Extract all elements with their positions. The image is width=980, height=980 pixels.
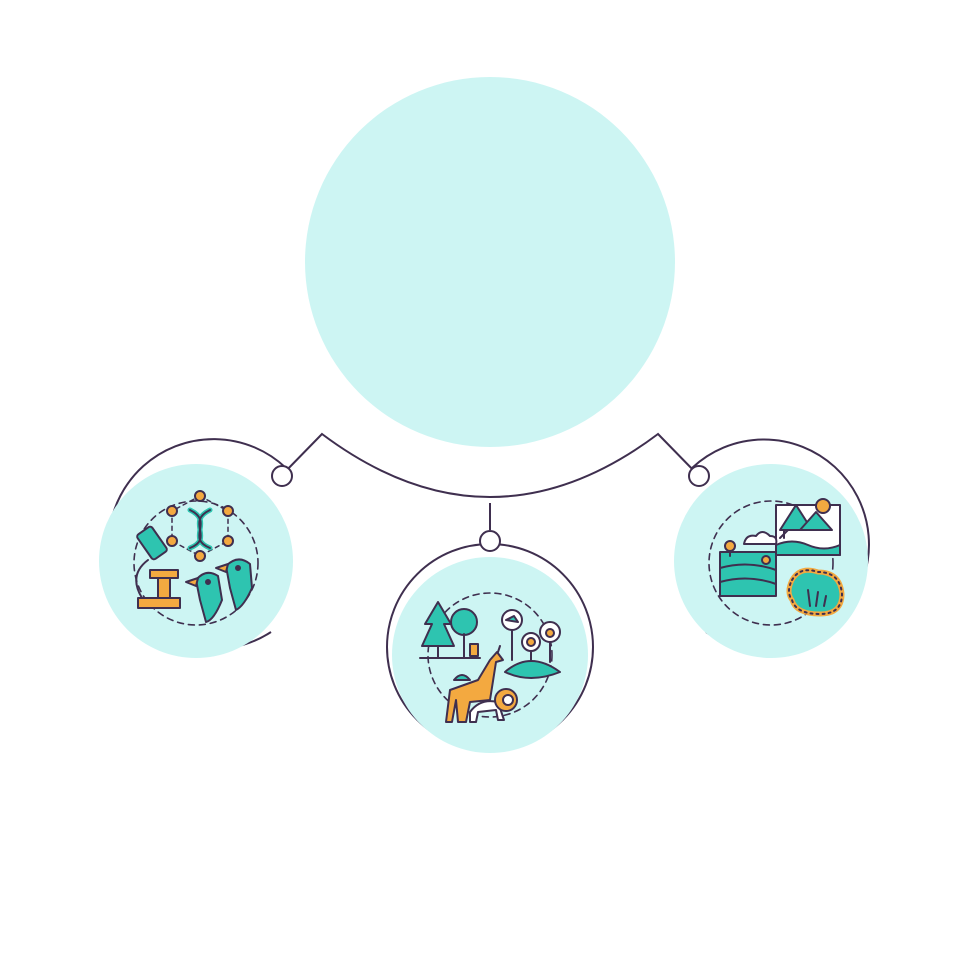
node-circle-genetic (99, 464, 293, 658)
junction-node-right (688, 465, 710, 487)
junction-node-left (271, 465, 293, 487)
species-diversity-icon (419, 592, 561, 723)
main-circle (305, 77, 675, 447)
ecosystem-diversity-icon (708, 498, 845, 626)
connector-line (280, 432, 700, 498)
genetic-diversity-icon (133, 490, 259, 626)
node-circle-species (392, 557, 588, 753)
junction-node-center (479, 530, 501, 552)
